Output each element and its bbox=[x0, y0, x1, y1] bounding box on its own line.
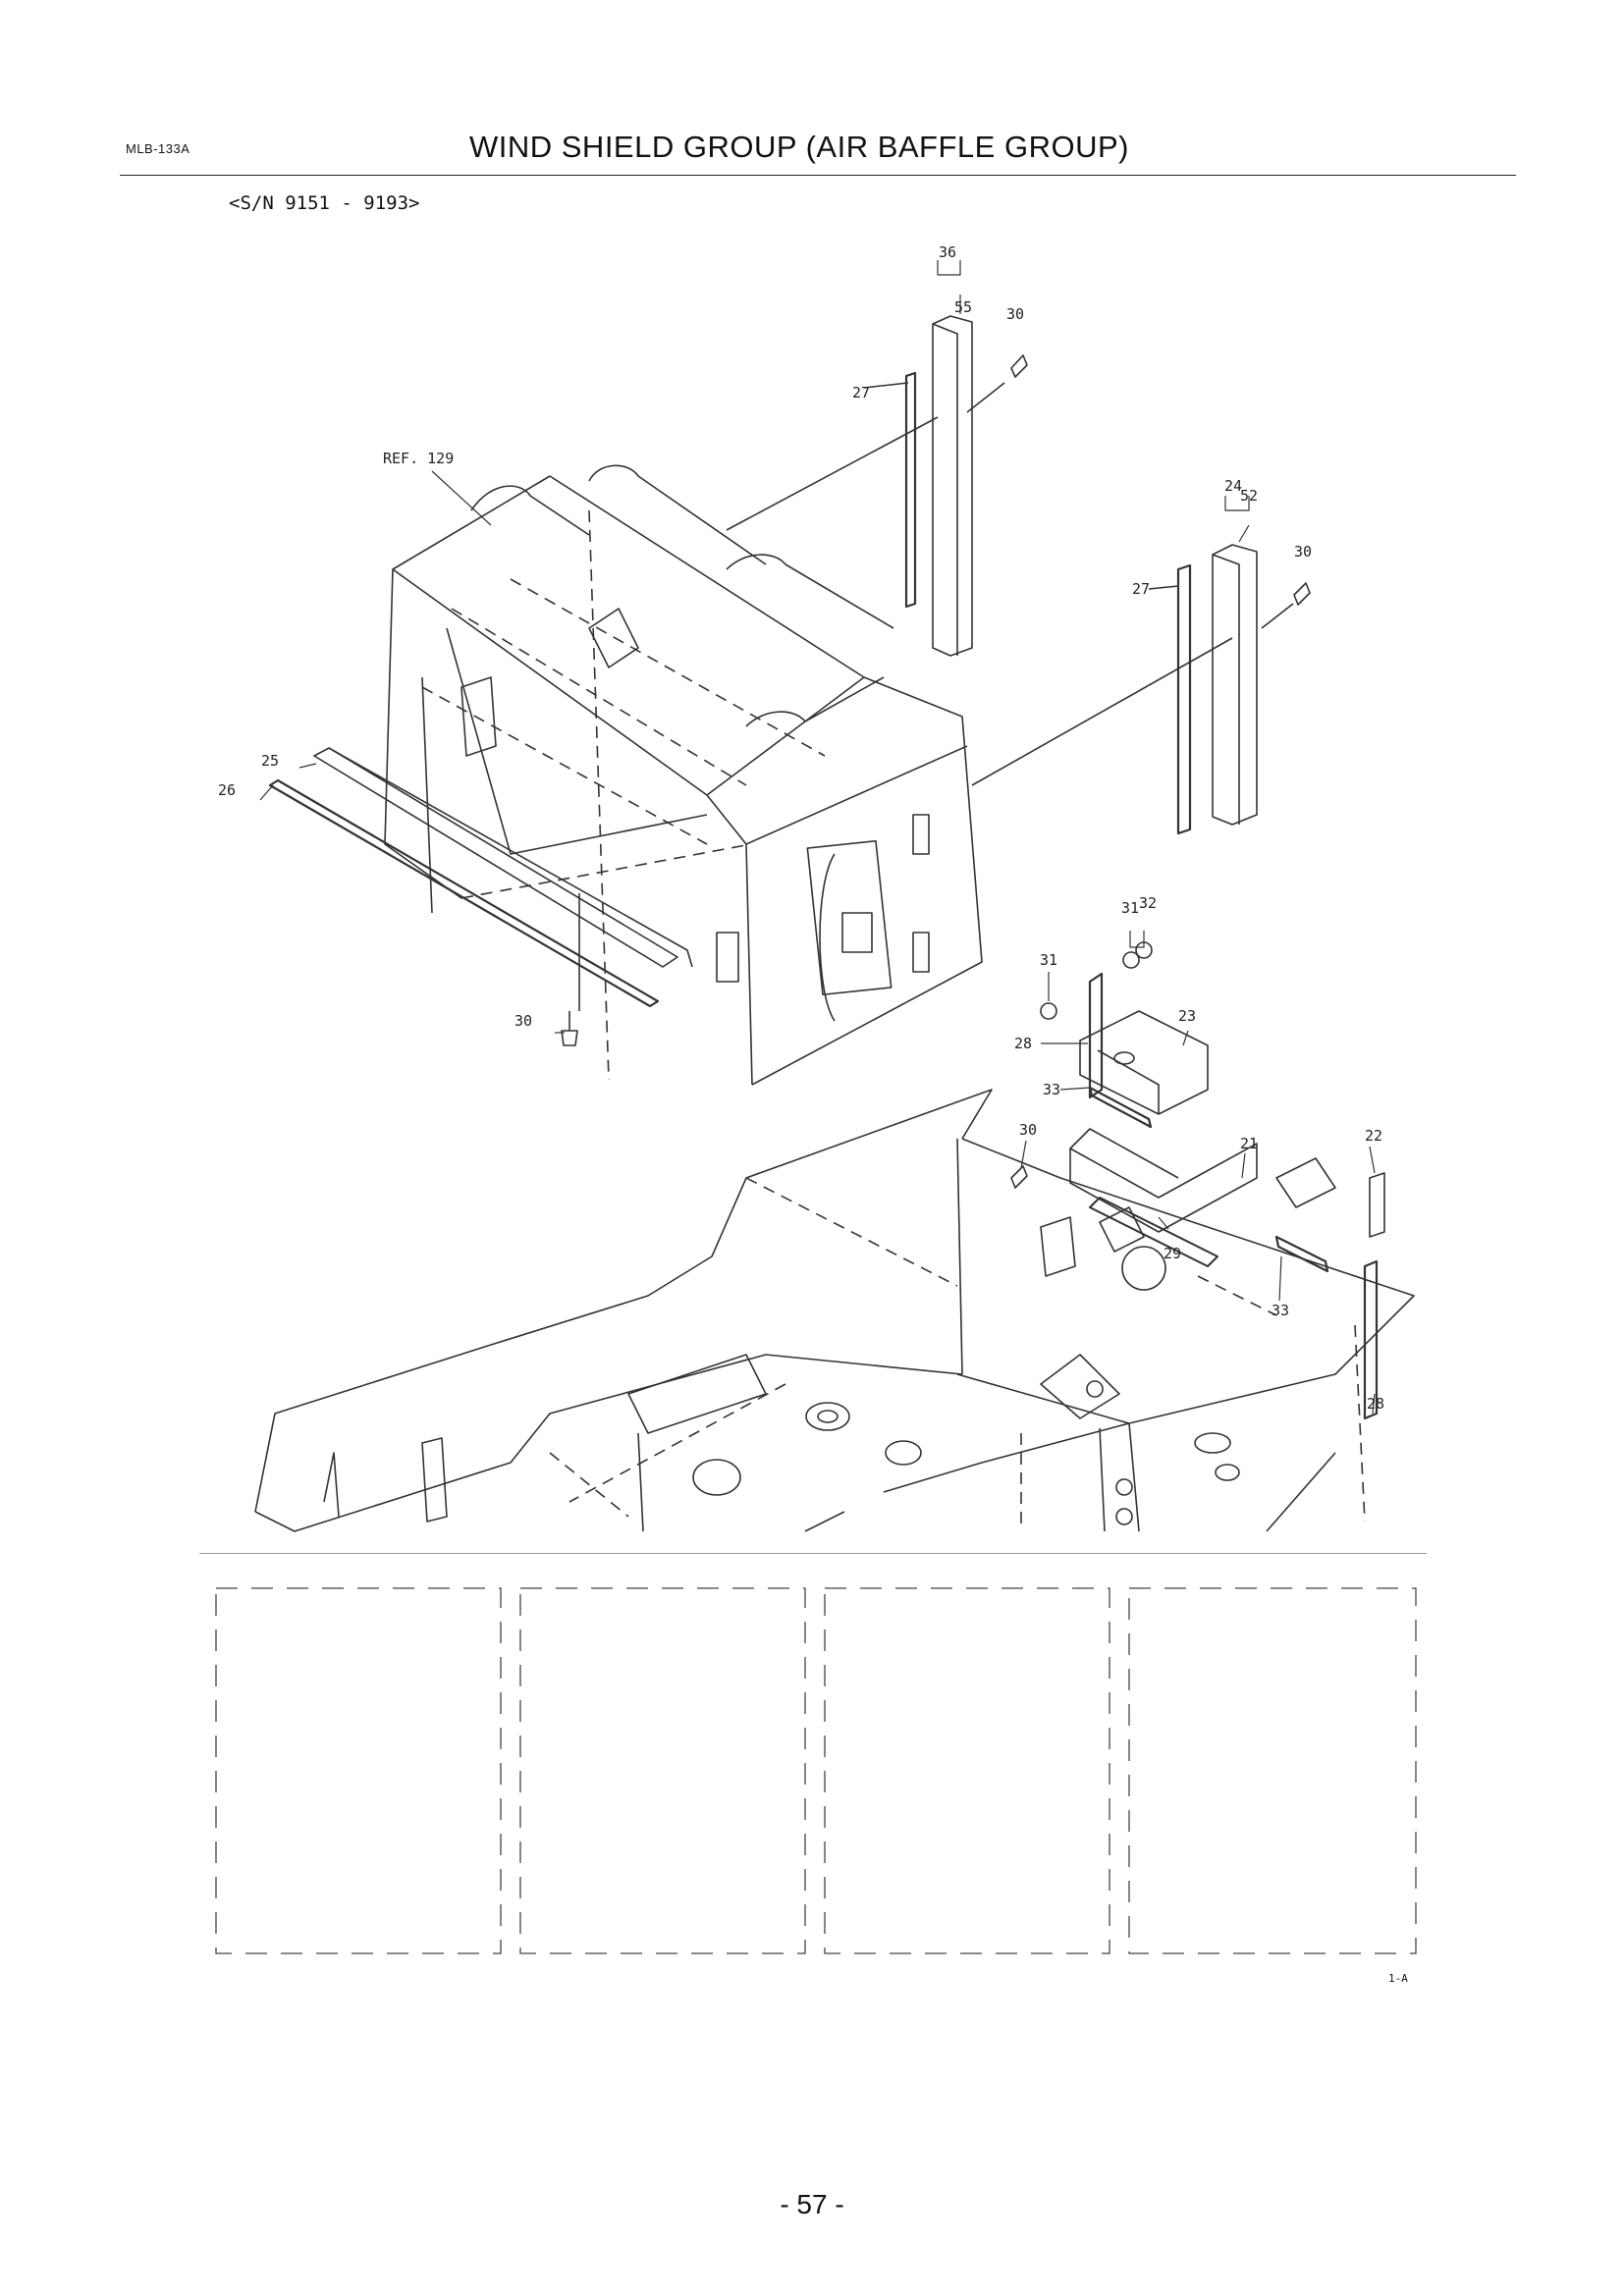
callout-33: 33 bbox=[1272, 1302, 1289, 1319]
serial-number-range: <S/N 9151 - 9193> bbox=[229, 192, 420, 214]
note-box-3 bbox=[824, 1587, 1110, 1954]
reference-label: REF. 129 bbox=[383, 450, 454, 467]
callout-33: 33 bbox=[1043, 1081, 1060, 1098]
callout-55: 55 bbox=[954, 298, 972, 316]
callout-21: 21 bbox=[1240, 1135, 1258, 1152]
main-frame bbox=[254, 1089, 1415, 1532]
page-title: WIND SHIELD GROUP (AIR BAFFLE GROUP) bbox=[469, 130, 1129, 164]
right-baffle-set bbox=[971, 544, 1311, 835]
canopy-frame bbox=[384, 464, 983, 1086]
title-rule bbox=[120, 175, 1516, 176]
callout-52: 52 bbox=[1240, 487, 1258, 505]
callout-32: 32 bbox=[1139, 894, 1157, 912]
callout-30: 30 bbox=[1006, 305, 1024, 323]
callout-22: 22 bbox=[1365, 1127, 1382, 1145]
section-divider bbox=[199, 1553, 1427, 1554]
note-boxes bbox=[215, 1587, 1417, 1954]
note-box-2 bbox=[519, 1587, 806, 1954]
callout-23: 23 bbox=[1178, 1007, 1196, 1025]
page-number: - 57 - bbox=[780, 2189, 844, 2219]
callout-27: 27 bbox=[852, 384, 870, 401]
callout-30: 30 bbox=[514, 1012, 532, 1030]
callout-30: 30 bbox=[1294, 543, 1312, 561]
callout-28: 28 bbox=[1367, 1395, 1384, 1413]
callout-36: 36 bbox=[939, 243, 956, 261]
note-box-4 bbox=[1128, 1587, 1417, 1954]
note-box-1 bbox=[215, 1587, 502, 1954]
callout-31: 31 bbox=[1121, 899, 1139, 917]
callout-27: 27 bbox=[1132, 580, 1150, 598]
callout-24: 24 bbox=[1224, 477, 1242, 495]
figure-code: 1-A bbox=[1388, 1972, 1408, 1985]
document-code: MLB-133A bbox=[126, 141, 190, 156]
callout-31: 31 bbox=[1040, 951, 1057, 969]
callout-30: 30 bbox=[1019, 1121, 1037, 1139]
front-baffle-strip bbox=[268, 747, 693, 1046]
callout-28: 28 bbox=[1014, 1035, 1032, 1052]
callout-29: 29 bbox=[1164, 1245, 1181, 1262]
bracket-assembly bbox=[1010, 941, 1385, 1420]
upper-baffle-set bbox=[726, 315, 1028, 657]
callout-25: 25 bbox=[261, 752, 279, 770]
callout-26: 26 bbox=[218, 781, 236, 799]
callout-leaders bbox=[259, 260, 1376, 1415]
